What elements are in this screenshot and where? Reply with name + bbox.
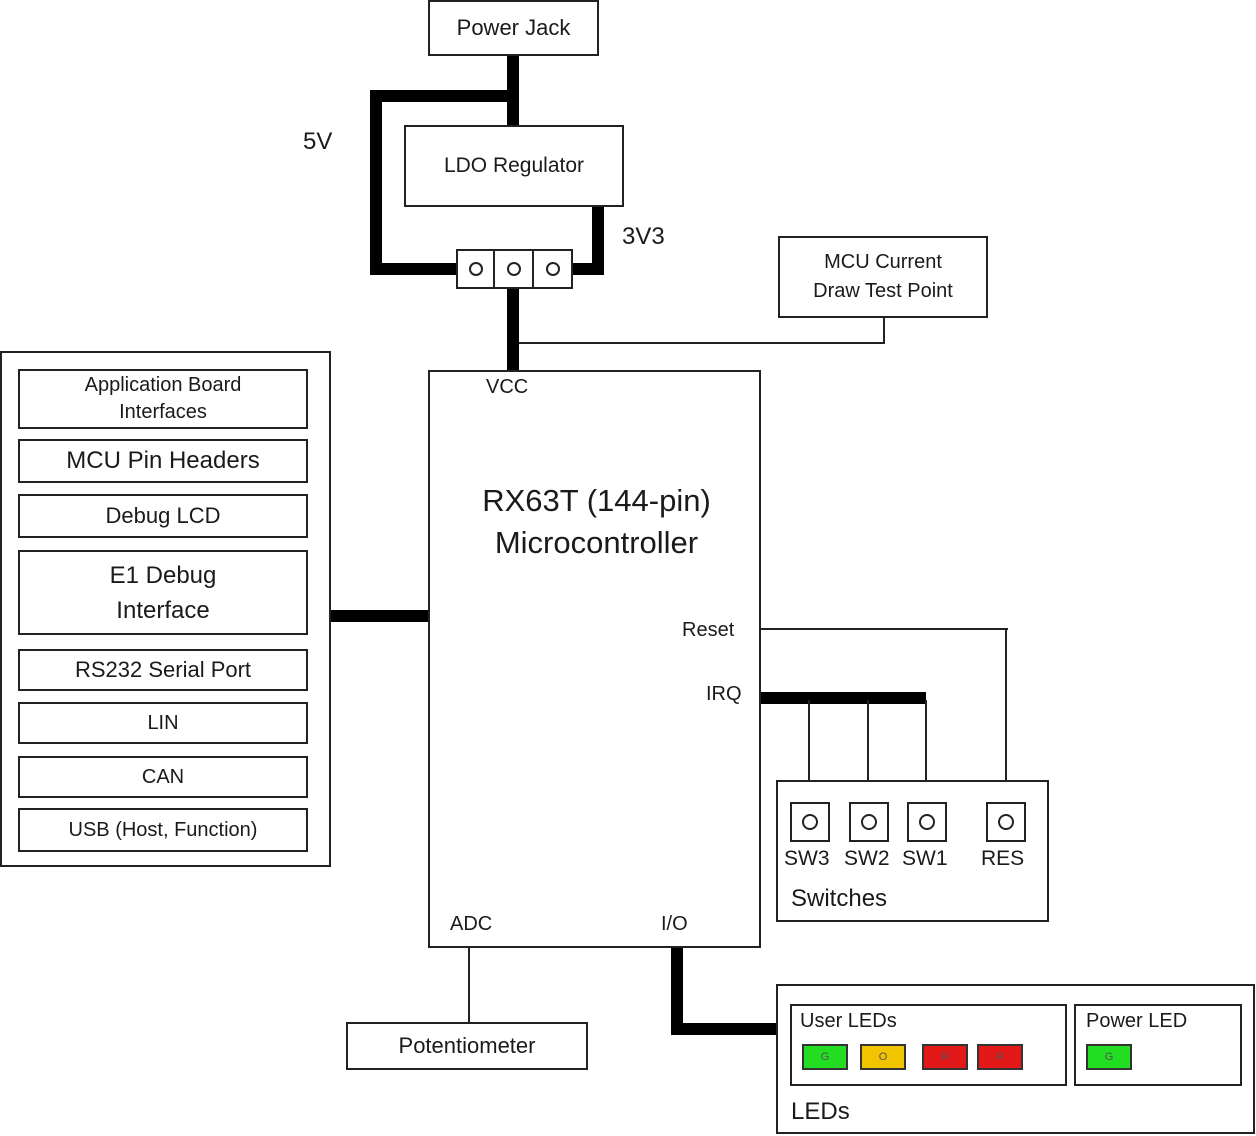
interface-lin: LIN: [18, 702, 308, 744]
ldo-regulator-label: LDO Regulator: [443, 154, 585, 177]
wire-adc: [468, 946, 470, 1024]
power-led-box: Power LED G: [1074, 1004, 1242, 1086]
switch-sw2: [849, 802, 889, 842]
label-3v3: 3V3: [622, 223, 665, 250]
mcu-irq-label: IRQ: [706, 683, 742, 705]
jumper-pin-1: [469, 262, 483, 276]
interfaces-group: Application Board Interfaces MCU Pin Hea…: [0, 351, 331, 867]
wire-5v-top: [370, 90, 519, 102]
switch-sw2-label: SW2: [844, 847, 890, 870]
wire-interfaces: [330, 610, 430, 622]
mcu-reset-label: Reset: [682, 619, 735, 641]
interface-app-board: Application Board Interfaces: [18, 369, 308, 429]
wire-io-down: [671, 946, 683, 1034]
power-led-green: G: [1086, 1044, 1132, 1070]
user-led-green: G: [802, 1044, 848, 1070]
wire-test-h: [519, 342, 885, 344]
mcu-io-label: I/O: [661, 913, 688, 935]
switches-group: SW3 SW2 SW1 RES Switches: [776, 780, 1049, 922]
interface-can: CAN: [18, 756, 308, 798]
wire-5v-left: [370, 90, 382, 275]
wire-3v3-right: [592, 205, 604, 275]
user-leds-title: User LEDs: [800, 1010, 897, 1032]
wire-3v3-bottom: [570, 263, 604, 275]
switch-sw1: [907, 802, 947, 842]
wire-reset-v: [1005, 628, 1007, 802]
user-led-red-2: R: [977, 1044, 1023, 1070]
wire-sw2: [867, 700, 869, 802]
jumper-pin-3: [546, 262, 560, 276]
current-test-point-label: MCU Current Draw Test Point: [813, 251, 953, 302]
switch-res: [986, 802, 1026, 842]
switch-sw1-label: SW1: [902, 847, 948, 870]
interface-e1-debug: E1 Debug Interface: [18, 550, 308, 635]
leds-title: LEDs: [791, 1098, 850, 1125]
label-5v: 5V: [303, 128, 333, 155]
potentiometer-label: Potentiometer: [398, 1033, 536, 1058]
mcu-box: VCC RX63T (144-pin) Microcontroller Rese…: [428, 370, 761, 948]
mcu-adc-label: ADC: [450, 913, 493, 935]
wire-sw1: [925, 700, 927, 802]
interface-debug-lcd: Debug LCD: [18, 494, 308, 538]
switch-sw3: [790, 802, 830, 842]
wire-reset-h: [760, 628, 1008, 630]
interface-rs232: RS232 Serial Port: [18, 649, 308, 691]
ldo-regulator-box: LDO Regulator: [404, 125, 624, 207]
power-jack-box: Power Jack: [428, 0, 599, 56]
user-leds-box: User LEDs G O R R: [790, 1004, 1067, 1086]
mcu-vcc-label: VCC: [486, 376, 529, 398]
wire-test-v: [883, 316, 885, 343]
leds-group: User LEDs G O R R Power LED G LEDs: [776, 984, 1255, 1134]
power-led-title: Power LED: [1086, 1010, 1188, 1032]
potentiometer-box: Potentiometer: [346, 1022, 588, 1070]
wire-sw3: [808, 700, 810, 802]
switches-title: Switches: [791, 885, 888, 912]
power-jack-label: Power Jack: [456, 15, 571, 40]
power-jumper: [456, 249, 573, 289]
current-test-point-box: MCU Current Draw Test Point: [778, 236, 988, 318]
user-led-orange: O: [860, 1044, 906, 1070]
wire-5v-bottom: [370, 263, 458, 275]
switch-res-label: RES: [981, 847, 1025, 870]
user-led-red-1: R: [922, 1044, 968, 1070]
mcu-title: RX63T (144-pin) Microcontroller: [482, 483, 711, 560]
interface-pin-headers: MCU Pin Headers: [18, 439, 308, 483]
jumper-pin-2: [507, 262, 521, 276]
interface-usb: USB (Host, Function): [18, 808, 308, 852]
wire-irq: [760, 692, 926, 704]
switch-sw3-label: SW3: [784, 847, 830, 870]
wire-io-right: [671, 1023, 791, 1035]
wire-vcc: [507, 288, 519, 372]
